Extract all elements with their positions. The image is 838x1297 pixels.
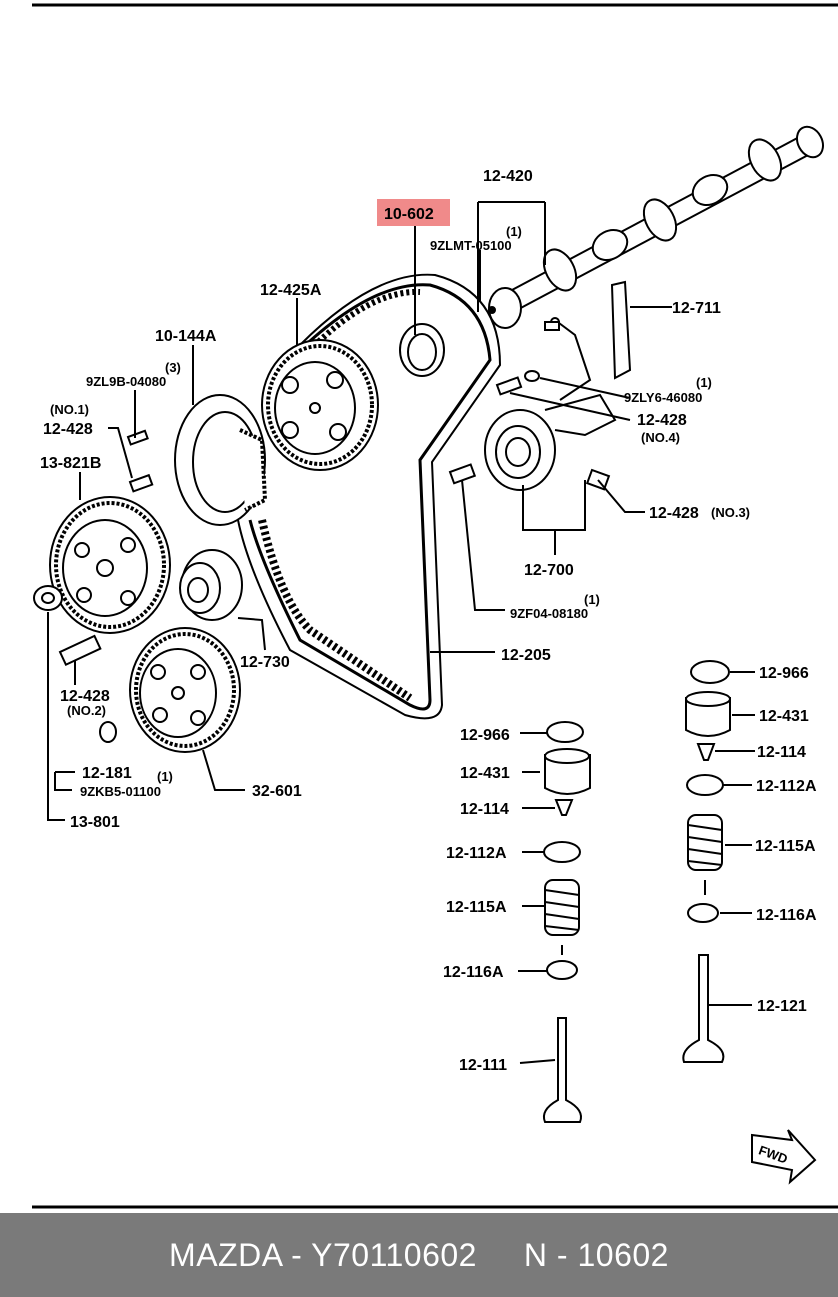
label-12-114-left: 12-114 xyxy=(460,801,509,818)
tappet-right xyxy=(685,697,731,737)
leader-lines xyxy=(47,201,755,1064)
footer-gap xyxy=(477,1237,524,1274)
label-13-821b: 13-821B xyxy=(40,455,101,472)
part-labels: 10-602 12-420 (1) 9ZLMT-05100 12-425A 10… xyxy=(40,168,817,1074)
label-10-144a: 10-144A xyxy=(155,328,217,345)
label-12-431-right: 12-431 xyxy=(759,708,809,725)
label-10-602[interactable]: 10-602 xyxy=(384,206,434,223)
label-12-428-no3: 12-428 xyxy=(649,505,699,522)
fwd-arrow: FWD xyxy=(751,1129,817,1185)
label-no3: (NO.3) xyxy=(711,505,750,520)
key xyxy=(99,721,117,743)
cam-pulley xyxy=(261,339,379,471)
label-12-116a-left: 12-116A xyxy=(443,964,504,981)
label-12-730: 12-730 xyxy=(240,654,290,671)
label-9zf04: 9ZF04-08180 xyxy=(510,606,588,621)
camshaft xyxy=(488,125,824,329)
label-12-205: 12-205 xyxy=(501,647,551,664)
label-9zly6: 9ZLY6-46080 xyxy=(624,390,702,405)
label-12-428-no4: 12-428 xyxy=(637,412,687,429)
crank-timing-pulley xyxy=(129,627,241,753)
crank-pulley xyxy=(49,496,171,634)
label-9zl9b-qty: (3) xyxy=(165,360,181,375)
footer-part-number: N - 10602 xyxy=(523,1236,669,1273)
label-12-425a: 12-425A xyxy=(260,282,322,299)
valve-stack-left xyxy=(542,721,591,1123)
spring-seat-right xyxy=(687,903,719,923)
label-12-966-left: 12-966 xyxy=(460,727,510,744)
label-12-112a-right: 12-112A xyxy=(756,778,817,795)
idler-pulley xyxy=(179,549,243,621)
label-12-115a-left: 12-115A xyxy=(446,899,507,916)
label-12-700: 12-700 xyxy=(524,562,574,579)
valve-stack-right xyxy=(682,660,731,1063)
label-9zlmt: 9ZLMT-05100 xyxy=(430,238,512,253)
label-12-115a-right: 12-115A xyxy=(755,838,816,855)
label-12-966-right: 12-966 xyxy=(759,665,809,682)
footer-brand: MAZDA - Y70110602 xyxy=(169,1236,477,1273)
label-32-601: 32-601 xyxy=(252,783,302,800)
cover-bracket xyxy=(610,280,632,380)
retainer-right xyxy=(686,774,724,796)
shim-left xyxy=(546,721,584,743)
label-9zf04-qty: (1) xyxy=(584,592,600,607)
seal-plate xyxy=(174,394,268,526)
label-12-181: 12-181 xyxy=(82,765,132,782)
crank-bolt xyxy=(33,585,63,611)
footer-bar: MAZDA - Y70110602 N - 10602 xyxy=(0,1213,838,1297)
tappet-left xyxy=(544,754,591,795)
label-12-116a-right: 12-116A xyxy=(756,907,817,924)
spring-seat-left xyxy=(546,960,578,980)
oil-seal xyxy=(399,323,445,377)
label-9zkb5: 9ZKB5-01100 xyxy=(80,784,161,799)
keeper-right xyxy=(696,743,716,761)
label-12-431-left: 12-431 xyxy=(460,765,510,782)
label-no2: (NO.2) xyxy=(67,703,106,718)
timing-belt xyxy=(237,273,502,720)
valve-right xyxy=(682,954,725,1063)
label-9zlmt-qty: (1) xyxy=(506,224,522,239)
label-9zly6-qty: (1) xyxy=(696,375,712,390)
highlight-box xyxy=(377,199,450,226)
label-12-428-no1: 12-428 xyxy=(43,421,93,438)
bolts xyxy=(58,321,611,667)
label-no4: (NO.4) xyxy=(641,430,680,445)
label-12-111: 12-111 xyxy=(459,1057,507,1074)
label-9zkb5-qty: (1) xyxy=(157,769,173,784)
label-13-801: 13-801 xyxy=(70,814,120,831)
label-12-112a-left: 12-112A xyxy=(446,845,507,862)
retainer-left xyxy=(543,841,581,863)
shim-right xyxy=(690,660,730,684)
label-12-428-no2: 12-428 xyxy=(60,688,110,705)
label-9zl9b: 9ZL9B-04080 xyxy=(86,374,166,389)
label-12-114-right: 12-114 xyxy=(757,744,806,761)
label-12-420: 12-420 xyxy=(483,168,533,185)
parts-diagram: FWD 10-602 12-420 (1) 9ZLMT-05100 12-425… xyxy=(32,3,838,1209)
tensioner xyxy=(484,317,617,491)
label-no1: (NO.1) xyxy=(50,402,89,417)
valve-left xyxy=(542,1017,582,1123)
keeper-left xyxy=(554,799,574,816)
label-12-711: 12-711 xyxy=(672,300,721,317)
label-12-121: 12-121 xyxy=(757,998,807,1015)
